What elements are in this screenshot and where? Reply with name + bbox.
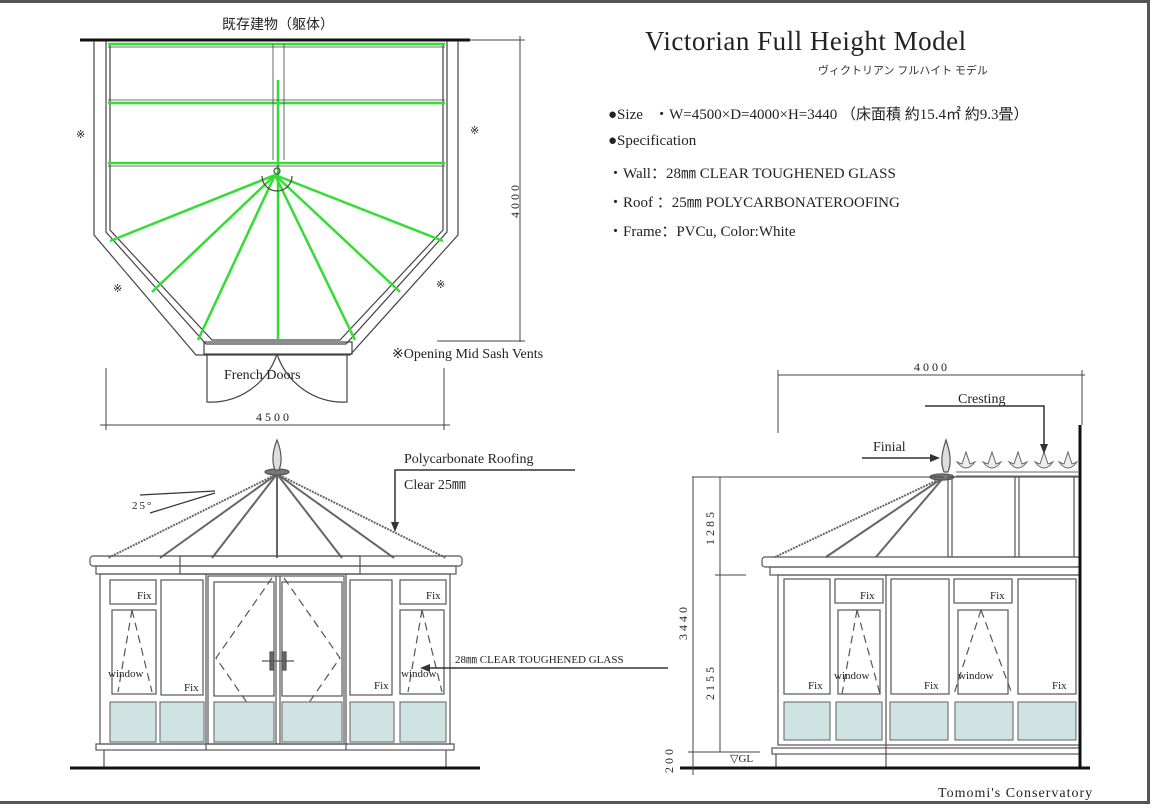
page-title: Victorian Full Height Model [645, 26, 967, 56]
fix-label: Fix [137, 590, 152, 602]
side-finial [941, 438, 951, 473]
fix-label: Fix [808, 680, 823, 692]
plan-inner-wall [105, 41, 448, 345]
side-kick-panels [783, 701, 1077, 741]
window-label: window [108, 668, 144, 680]
cresting-ornament [1057, 450, 1079, 469]
plan-dimensions [100, 36, 525, 430]
kick-panel [109, 701, 157, 743]
ground-level-label: ▽GL [730, 753, 754, 765]
plan-hub [261, 175, 293, 192]
kick-panel [835, 701, 883, 741]
roof-pitch: 25° [132, 500, 154, 512]
front-roof-rafters [107, 473, 447, 559]
vent-note: ※Opening Mid Sash Vents [392, 347, 544, 362]
front-finial [272, 438, 282, 471]
kick-panel [783, 701, 831, 741]
fix-label: Fix [426, 590, 441, 602]
roof-sub-label: Clear 25㎜ [404, 478, 466, 493]
cresting-ornament [981, 450, 1003, 469]
size-row: ●Size ・W=4500×D=4000×H=3440 （床面積 約15.4㎡ … [608, 103, 1029, 124]
window-label: window [401, 668, 437, 680]
fix-label: Fix [990, 590, 1005, 602]
fix-label: Fix [374, 680, 389, 692]
cresting-ornaments [955, 450, 1079, 477]
spec-roof: ・Roof ：25㎜ POLYCARBONATEROOFING [608, 195, 900, 211]
window-label: window [834, 670, 870, 682]
size-value: ・W=4500×D=4000×H=3440 （床面積 約15.4㎡ 約9.3畳） [654, 107, 1029, 123]
front-elevation [70, 438, 668, 770]
cresting-label: Cresting [958, 392, 1006, 407]
cresting-ornament [1033, 450, 1055, 469]
spec-heading: ●Specification [608, 133, 697, 149]
vent-mark: ※ [470, 125, 480, 137]
kick-panel [159, 701, 205, 743]
door-opening-lines [117, 577, 443, 705]
vent-mark: ※ [113, 283, 123, 295]
roof-label: Polycarbonate Roofing [404, 452, 534, 467]
finial-label: Finial [873, 440, 906, 455]
window-label: window [958, 670, 994, 682]
dim-wall: 2155 [703, 664, 717, 700]
fix-label: Fix [924, 680, 939, 692]
plan-depth-dim: 4000 [508, 182, 522, 218]
door-swing-left [206, 353, 278, 403]
plan-view [80, 36, 525, 430]
dim-base: 200 [662, 746, 676, 773]
kick-panel [281, 701, 343, 743]
cresting-ornament [1007, 450, 1029, 469]
side-elevation [680, 370, 1090, 775]
plan-outer-wall [93, 41, 459, 356]
side-width-dim: 4000 [914, 360, 950, 374]
french-doors-label: French Doors [224, 368, 301, 383]
side-roof-rafters [774, 476, 945, 558]
vent-mark: ※ [76, 129, 86, 141]
kick-panel [954, 701, 1014, 741]
fix-label: Fix [1052, 680, 1067, 692]
kick-panel [213, 701, 275, 743]
fix-label: Fix [184, 682, 199, 694]
kick-panel [399, 701, 447, 743]
plan-rafters [108, 42, 445, 341]
size-label: ●Size [608, 107, 643, 123]
dim-roof: 1285 [703, 509, 717, 545]
side-dimensions [688, 370, 1085, 775]
page-subtitle: ヴィクトリアン フルハイト モデル [818, 65, 988, 77]
footer-credit: Tomomi's Conservatory [938, 786, 1094, 801]
kick-panel [349, 701, 395, 743]
spec-wall: ・Wall：28㎜ CLEAR TOUGHENED GLASS [608, 166, 896, 182]
spec-frame: ・Frame：PVCu, Color:White [608, 224, 796, 240]
door-swing-right [276, 353, 348, 403]
kick-panel [1017, 701, 1077, 741]
existing-building-label: 既存建物（躯体） [222, 18, 334, 33]
fix-label: Fix [860, 590, 875, 602]
vent-mark: ※ [436, 279, 446, 291]
kick-panel [889, 701, 949, 741]
front-kick-panels [109, 701, 447, 743]
dim-total: 3440 [676, 604, 690, 640]
plan-width-dim: 4500 [256, 410, 292, 424]
side-window-opening-lines [841, 609, 1013, 695]
glass-label: 28㎜ CLEAR TOUGHENED GLASS [455, 654, 624, 666]
cresting-ornament [955, 450, 977, 469]
